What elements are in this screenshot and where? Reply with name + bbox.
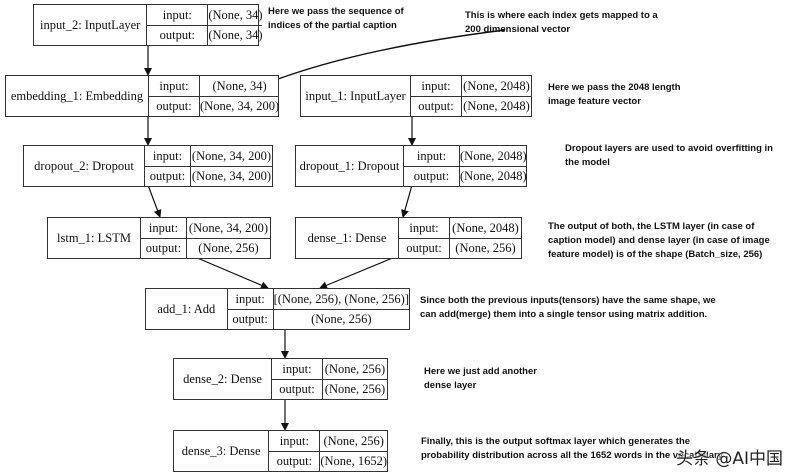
layer-dropout-1: dropout_1: Dropout input:(None, 2048) ou… bbox=[295, 145, 527, 187]
output-label: output: bbox=[272, 380, 323, 399]
input-shape: (None, 256) bbox=[324, 361, 386, 376]
note-dense-2: Here we just add another dense layer bbox=[424, 366, 537, 391]
output-label: output: bbox=[149, 97, 200, 116]
layer-name: add_1: Add bbox=[146, 289, 228, 329]
input-label: input: bbox=[145, 146, 191, 166]
input-label: input: bbox=[404, 146, 460, 166]
input-shape: (None, 2048) bbox=[452, 220, 519, 235]
input-label: input: bbox=[411, 76, 462, 96]
layer-lstm-1: lstm_1: LSTM input:(None, 34, 200) outpu… bbox=[47, 217, 271, 259]
output-label: output: bbox=[399, 239, 450, 258]
input-label: input: bbox=[399, 218, 450, 238]
output-shape: (None, 1652) bbox=[320, 454, 387, 468]
arrow-dropout2-lstm bbox=[147, 184, 162, 218]
layer-dense-1: dense_1: Dense input:(None, 2048) output… bbox=[295, 217, 522, 259]
layer-name: dropout_2: Dropout bbox=[24, 146, 145, 186]
output-shape: (None, 256) bbox=[311, 312, 372, 326]
input-label: input: bbox=[228, 289, 274, 309]
input-shape: [(None, 256), (None, 256)] bbox=[273, 291, 409, 306]
input-shape: (None, 34) bbox=[208, 7, 263, 22]
layer-name: dense_2: Dense bbox=[174, 359, 272, 399]
layer-dense-2: dense_2: Dense input:(None, 256) output:… bbox=[173, 358, 388, 400]
output-label: output: bbox=[145, 167, 191, 186]
layer-dropout-2: dropout_2: Dropout input:(None, 34, 200)… bbox=[23, 145, 273, 187]
output-shape: (None, 256) bbox=[455, 241, 516, 255]
layer-name: input_2: InputLayer bbox=[34, 5, 148, 45]
output-shape: (None, 34, 200) bbox=[200, 99, 280, 113]
arrow-dense1-add bbox=[319, 256, 396, 290]
output-shape: (None, 34) bbox=[208, 28, 263, 42]
note-input-caption: Here we pass the sequence of indices of … bbox=[268, 6, 404, 31]
input-label: input: bbox=[149, 76, 200, 96]
input-label: input: bbox=[147, 5, 209, 25]
layer-add-1: add_1: Add input:[(None, 256), (None, 25… bbox=[145, 288, 410, 330]
output-shape: (None, 256) bbox=[198, 241, 259, 255]
layer-name: input_1: InputLayer bbox=[301, 76, 411, 116]
output-label: output: bbox=[147, 26, 209, 45]
layer-embedding-1: embedding_1: Embedding input:(None, 34) … bbox=[5, 75, 280, 117]
input-shape: (None, 34, 200) bbox=[188, 220, 269, 235]
output-label: output: bbox=[269, 452, 321, 471]
input-label: input: bbox=[272, 359, 323, 379]
note-add: Since both the previous inputs(tensors) … bbox=[420, 295, 716, 320]
input-shape: (None, 34) bbox=[212, 78, 267, 93]
output-shape: (None, 256) bbox=[324, 382, 386, 396]
arrow-dropout1-dense1 bbox=[401, 184, 413, 218]
arrow-note-embedding bbox=[269, 29, 506, 84]
input-label: input: bbox=[141, 218, 187, 238]
input-shape: (None, 256) bbox=[323, 433, 384, 448]
watermark: 头条 @AI中国 bbox=[676, 449, 784, 469]
layer-name: dense_1: Dense bbox=[296, 218, 399, 258]
input-shape: (None, 34, 200) bbox=[191, 148, 272, 163]
note-embedding: This is where each index gets mapped to … bbox=[465, 10, 658, 35]
layer-input-1: input_1: InputLayer input:(None, 2048) o… bbox=[300, 75, 532, 117]
note-dropout: Dropout layers are used to avoid overfit… bbox=[565, 143, 773, 168]
layer-name: lstm_1: LSTM bbox=[48, 218, 141, 258]
layer-input-2: input_2: InputLayer input:(None, 34) out… bbox=[33, 4, 263, 46]
note-image-input: Here we pass the 2048 length image featu… bbox=[548, 82, 681, 107]
output-shape: (None, 34, 200) bbox=[191, 169, 272, 183]
output-label: output: bbox=[411, 97, 462, 116]
layer-name: dense_3: Dense bbox=[174, 431, 270, 471]
input-shape: (None, 2048) bbox=[460, 148, 527, 163]
output-shape: (None, 2048) bbox=[460, 169, 527, 183]
note-lstm-dense-shape: The output of both, the LSTM layer (in c… bbox=[548, 221, 770, 260]
layer-dense-3: dense_3: Dense input:(None, 256) output:… bbox=[173, 430, 388, 472]
output-label: output: bbox=[228, 310, 274, 329]
layer-name: embedding_1: Embedding bbox=[6, 76, 149, 116]
input-label: input: bbox=[269, 431, 321, 451]
note-softmax: Finally, this is the output softmax laye… bbox=[421, 436, 723, 461]
output-label: output: bbox=[141, 239, 187, 258]
layer-name: dropout_1: Dropout bbox=[296, 146, 404, 186]
arrow-lstm-add bbox=[194, 256, 269, 289]
input-shape: (None, 2048) bbox=[463, 78, 530, 93]
output-label: output: bbox=[404, 167, 460, 186]
output-shape: (None, 2048) bbox=[463, 99, 530, 113]
